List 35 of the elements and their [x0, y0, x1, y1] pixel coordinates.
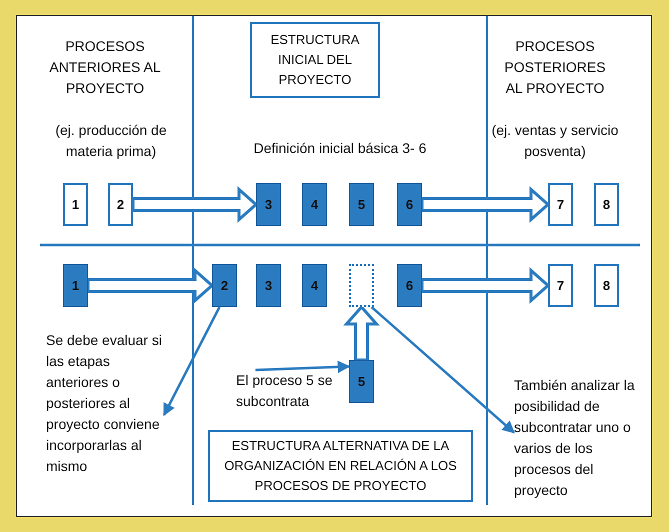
title-box: ESTRUCTURA INICIAL DEL PROYECTO [250, 22, 380, 98]
process-box: 3 [256, 183, 281, 226]
block-arrow [132, 186, 258, 223]
process-box: 6 [397, 264, 422, 307]
arrow [370, 306, 515, 434]
process-box: 7 [548, 264, 573, 307]
process-box: 3 [256, 264, 281, 307]
process-box: 4 [302, 264, 327, 307]
block-arrow [343, 304, 380, 362]
process-box: 8 [594, 264, 619, 307]
process-box: 5 [349, 183, 374, 226]
process-box: 5 [349, 360, 374, 403]
process-box: 2 [108, 183, 133, 226]
process-box: 4 [302, 183, 327, 226]
arrow [162, 306, 221, 416]
title-box: ESTRUCTURA ALTERNATIVA DE LA ORGANIZACIÓN EN RELACIÓN A LOS PROCESOS DE PROYECTO [208, 430, 473, 502]
note-text: El proceso 5 se subcontrata [236, 370, 344, 412]
process-box: 7 [548, 183, 573, 226]
subtitle-text: Definición inicial básica 3- 6 [252, 139, 428, 158]
arrow [255, 360, 350, 374]
note-text: También analizar la posibilidad de subcontratar uno o varios de los procesos del proyecto [514, 375, 644, 503]
example-text: (ej. ventas y servicio posventa) [490, 121, 620, 161]
empty-process-box [349, 264, 374, 307]
block-arrow [86, 267, 214, 304]
process-box: 2 [212, 264, 237, 307]
note-text: Se debe evaluar si las etapas anteriores o posteriores al proyecto conviene incorporarlas al mismo [46, 330, 164, 500]
process-box: 6 [397, 183, 422, 226]
column-heading: PROCESOS POSTERIORES AL PROYECTO [503, 37, 607, 98]
block-arrow [420, 267, 550, 304]
process-box: 1 [63, 183, 88, 226]
column-heading: PROCESOS ANTERIORES AL PROYECTO [48, 37, 162, 98]
block-arrow [420, 186, 550, 223]
process-box: 8 [594, 183, 619, 226]
example-text: (ej. producción de materia prima) [54, 121, 168, 161]
process-box: 1 [63, 264, 88, 307]
